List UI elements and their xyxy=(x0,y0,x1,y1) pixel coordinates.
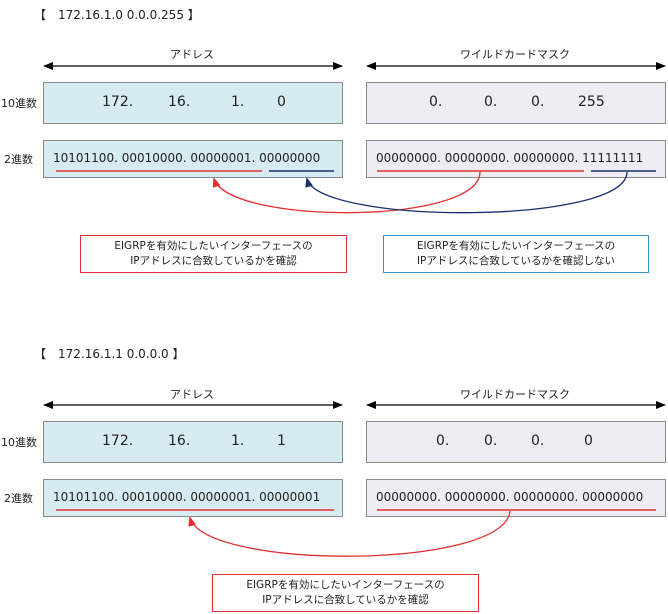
section1-nocheck-arrow xyxy=(305,171,628,214)
section1-binary-label: 2進数 xyxy=(4,153,33,166)
address-octet-3: 1. xyxy=(231,94,245,110)
address-binary-text: 10101100. 00010000. 00000001. 00000000 xyxy=(53,151,321,165)
section2-check-arrow xyxy=(188,510,511,557)
address-binary-text: 10101100. 00010000. 00000001. 00000001 xyxy=(53,490,321,504)
check-note-line-2: IPアドレスに合致しているかを確認 xyxy=(130,255,297,267)
mask-octet-3: 0. xyxy=(531,94,545,110)
section1-address-decimal-box: 172. 16. 1. 0 xyxy=(43,82,343,124)
address-octet-2: 16. xyxy=(168,433,191,449)
address-octet-1: 172. xyxy=(102,94,134,110)
nocheck-note-line-1: EIGRPを有効にしたいインターフェースの xyxy=(416,240,616,252)
address-octet-2: 16. xyxy=(168,94,191,110)
mask-octet-1: 0. xyxy=(436,433,450,449)
section2-address-header: アドレス xyxy=(170,388,214,401)
mask-octet-4: 255 xyxy=(578,94,605,110)
nocheck-note-line-2: IPアドレスに合致しているかを確認しない xyxy=(416,255,616,267)
section2-binary-label: 2進数 xyxy=(4,492,33,505)
section1-nocheck-note: EIGRPを有効にしたいインターフェースの IPアドレスに合致しているかを確認し… xyxy=(383,235,649,273)
section1-decimal-label: 10進数 xyxy=(1,97,37,110)
section2-mask-header: ワイルドカードマスク xyxy=(460,388,570,401)
mask-octet-1: 0. xyxy=(429,94,443,110)
mask-octet-2: 0. xyxy=(484,94,498,110)
check-note-line-1: EIGRPを有効にしたいインターフェースの xyxy=(114,240,313,252)
section2-title: 【 172.16.1.1 0.0.0.0 】 xyxy=(34,347,185,361)
section2-decimal-label: 10進数 xyxy=(1,436,37,449)
address-octet-4: 1 xyxy=(277,433,286,449)
section1-address-header: アドレス xyxy=(170,48,214,61)
mask-octet-3: 0. xyxy=(531,433,545,449)
section1-address-binary-box: 10101100. 00010000. 00000001. 00000000 xyxy=(43,140,343,178)
section2-check-note: EIGRPを有効にしたいインターフェースの IPアドレスに合致しているかを確認 xyxy=(212,574,479,612)
section1-mask-decimal-box: 0. 0. 0. 255 xyxy=(366,82,666,124)
check-note-line-1: EIGRPを有効にしたいインターフェースの xyxy=(246,579,445,591)
mask-binary-text: 00000000. 00000000. 00000000. 11111111 xyxy=(376,151,644,165)
address-octet-1: 172. xyxy=(102,433,134,449)
mask-binary-text: 00000000. 00000000. 00000000. 00000000 xyxy=(376,490,644,504)
section1-check-arrow xyxy=(212,171,481,214)
section1-title: 【 172.16.1.0 0.0.0.255 】 xyxy=(34,8,200,22)
address-octet-3: 1. xyxy=(231,433,245,449)
check-note-line-2: IPアドレスに合致しているかを確認 xyxy=(262,594,429,606)
mask-octet-4: 0 xyxy=(584,433,593,449)
section2-mask-decimal-box: 0. 0. 0. 0 xyxy=(366,421,666,463)
section2-mask-binary-box: 00000000. 00000000. 00000000. 00000000 xyxy=(366,479,666,517)
section1-check-note: EIGRPを有効にしたいインターフェースの IPアドレスに合致しているかを確認 xyxy=(80,235,347,273)
section2-address-binary-box: 10101100. 00010000. 00000001. 00000001 xyxy=(43,479,343,517)
section1-mask-header: ワイルドカードマスク xyxy=(460,48,570,61)
mask-octet-2: 0. xyxy=(484,433,498,449)
section1-mask-binary-box: 00000000. 00000000. 00000000. 11111111 xyxy=(366,140,666,178)
section2-address-decimal-box: 172. 16. 1. 1 xyxy=(43,421,343,463)
address-octet-4: 0 xyxy=(277,94,286,110)
